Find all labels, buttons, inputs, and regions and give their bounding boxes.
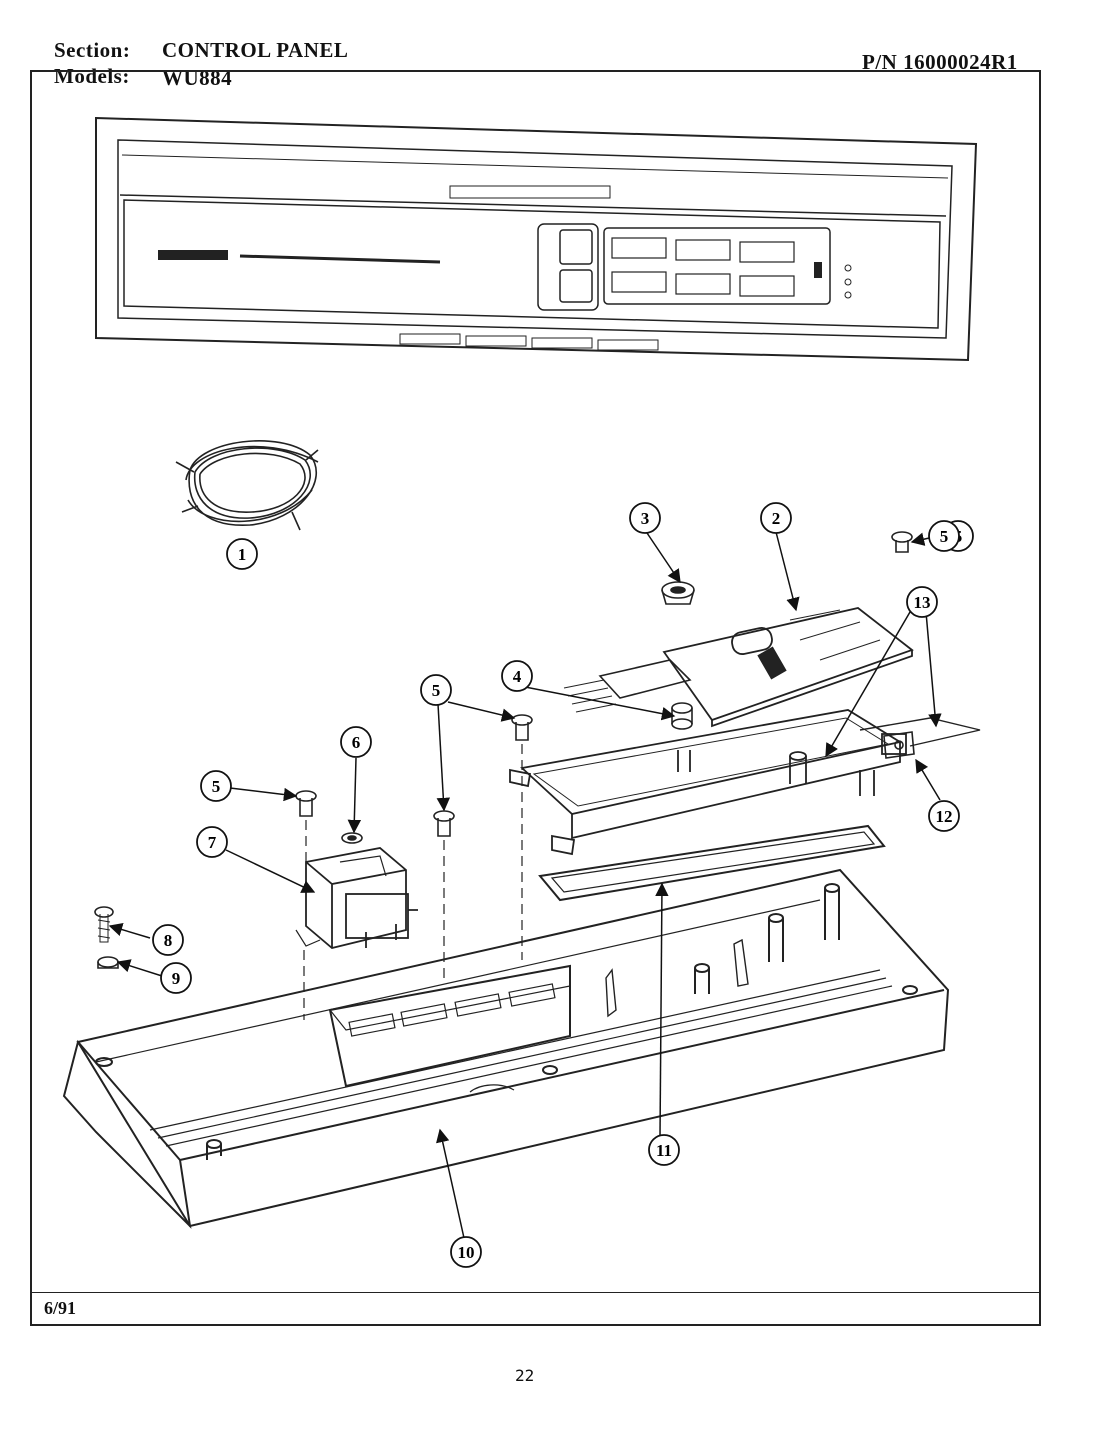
callout-knob-nut: 3 [629, 502, 661, 534]
spacer [671, 702, 693, 730]
callout-spacer: 4 [501, 660, 533, 692]
screw [891, 531, 913, 553]
callout-screw: 5 [420, 674, 452, 706]
callout-number: 6 [352, 733, 361, 752]
transformer [295, 847, 418, 1020]
touch-key [675, 239, 731, 261]
callout-circle [200, 770, 232, 802]
callout-circle [226, 538, 258, 570]
callout-touch-panel-frame: 13 [906, 586, 938, 618]
nut [97, 956, 119, 969]
clip [341, 832, 363, 844]
keypad-button [559, 229, 593, 265]
control-board [662, 607, 914, 728]
screw [94, 906, 114, 943]
callout-circle [648, 1134, 680, 1166]
touch-panel-frame [509, 709, 981, 856]
knob-nut [661, 581, 695, 605]
models-label: Models: [54, 64, 130, 88]
page-number: 22 [515, 1366, 535, 1385]
callout-number: 10 [458, 1243, 475, 1262]
keypad-button [559, 269, 593, 303]
callout-screw: 8 [152, 924, 184, 956]
callout-circle [760, 502, 792, 534]
callout-number: 11 [656, 1141, 672, 1160]
touch-key [611, 271, 667, 293]
callout-number: 5 [432, 681, 441, 700]
callout-number: 13 [914, 593, 931, 612]
callout-control-board: 2 [760, 502, 792, 534]
callout-transformer: 7 [196, 826, 228, 858]
control-panel-front-view [95, 116, 978, 362]
callout-gasket: 11 [648, 1134, 680, 1166]
callout-number: 7 [208, 833, 217, 852]
callout-circle [152, 924, 184, 956]
ribbon-connector [563, 659, 692, 713]
section-value: CONTROL PANEL [162, 38, 349, 62]
callout-circle [160, 962, 192, 994]
section-label: Section: [54, 38, 131, 62]
gasket [538, 824, 886, 902]
callout-circle [450, 1236, 482, 1268]
screw [295, 790, 317, 870]
callout-group: 12345555678910111213 [152, 502, 974, 1268]
callout-circle [629, 502, 661, 534]
wire-harness [175, 440, 319, 531]
callout-circle [928, 520, 960, 552]
touch-key [611, 237, 667, 259]
callout-circle [928, 800, 960, 832]
callout-number: 5 [940, 527, 949, 546]
callout-wire-harness: 1 [226, 538, 258, 570]
console-housing [62, 868, 950, 1229]
callout-screw: 5 [200, 770, 232, 802]
callout-circle [196, 826, 228, 858]
callout-number: 8 [164, 931, 173, 950]
callout-clip: 6 [340, 726, 372, 758]
callout-number: 2 [772, 509, 781, 528]
callout-number: 12 [936, 807, 953, 826]
touch-key [739, 275, 795, 297]
screw [511, 714, 533, 960]
revision-date: 6/91 [44, 1298, 77, 1318]
callout-number: 1 [238, 545, 247, 564]
callout-number: 9 [172, 969, 181, 988]
callout-circle [501, 660, 533, 692]
callout-circle [420, 674, 452, 706]
callout-circle [906, 586, 938, 618]
callout-screw: 5 [928, 520, 960, 552]
leader-lines [108, 529, 943, 1239]
callout-number: 4 [513, 667, 522, 686]
callout-number: 3 [641, 509, 650, 528]
callout-console-housing: 10 [450, 1236, 482, 1268]
footer-rule [30, 1292, 1041, 1293]
touch-key [739, 241, 795, 263]
callout-circle [340, 726, 372, 758]
diagram-frame [30, 70, 1041, 1326]
callout-nut: 9 [160, 962, 192, 994]
brand-logo [158, 250, 228, 260]
screw [433, 810, 455, 980]
callout-number: 5 [212, 777, 221, 796]
bracket [883, 731, 915, 759]
callout-bracket: 12 [928, 800, 960, 832]
touch-key [675, 273, 731, 295]
